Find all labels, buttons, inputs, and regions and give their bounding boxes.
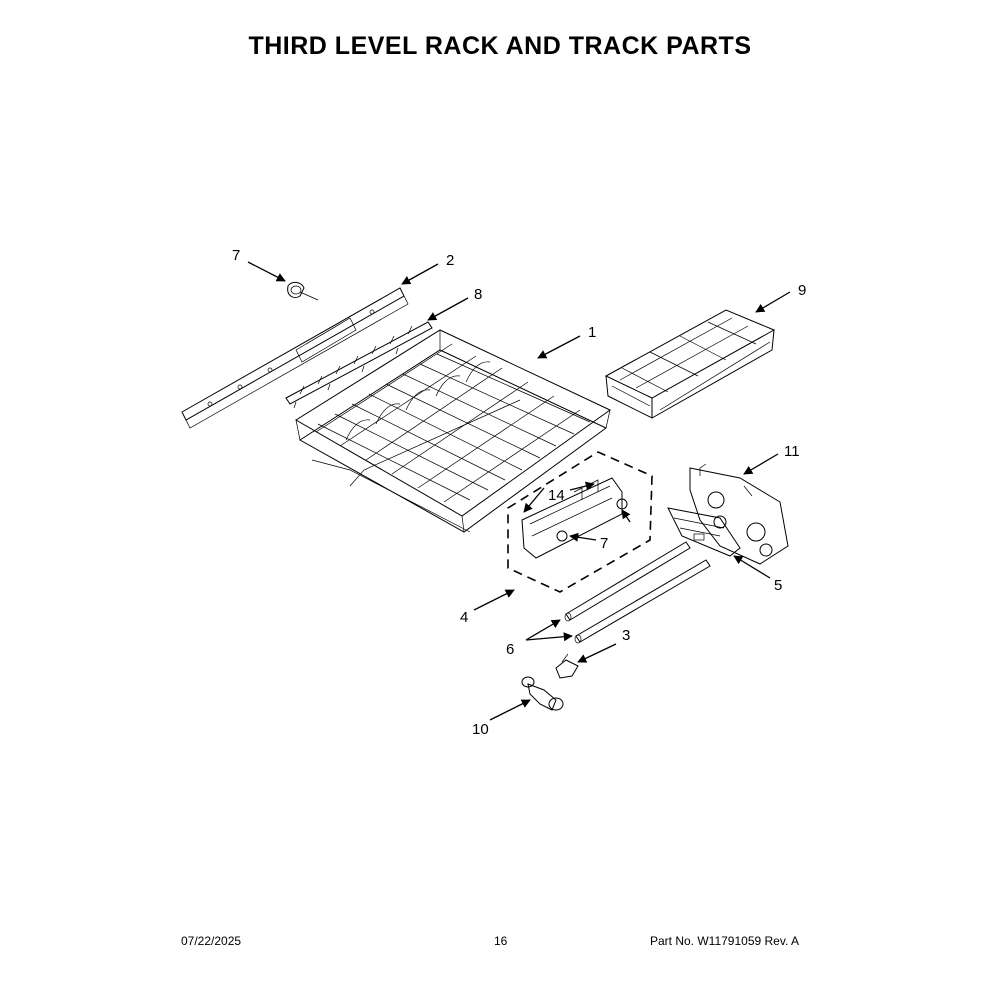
handle-assembly [507,451,653,593]
rack-slide-track [181,287,409,429]
callout-10: 10 [472,721,489,738]
footer-part-number: Part No. W11791059 Rev. A [650,934,799,948]
callout-5: 5 [774,577,782,594]
callout-9: 9 [798,282,806,299]
wheel-bracket [521,676,564,711]
rear-actuator [689,463,789,565]
rod-clip [555,653,579,679]
callout-2: 2 [446,252,454,269]
callout-11: 11 [784,443,800,460]
callout-8: 8 [474,286,482,303]
leader-arrows [247,261,791,721]
cutlery-tray [604,309,776,419]
callout-4: 4 [460,609,468,626]
callout-1: 1 [588,324,596,341]
footer-page-number: 16 [494,934,508,948]
callout-6: 6 [506,641,514,658]
footer-date: 07/22/2025 [181,934,242,948]
tine-row [285,321,433,409]
connecting-rods [564,541,711,644]
callout-14: 14 [548,487,565,504]
callout-7-handle: 7 [600,535,608,552]
callout-7-track: 7 [232,247,240,264]
callout-3: 3 [622,627,630,644]
track-clip [287,281,305,299]
third-level-rack [295,329,611,533]
front-actuator [667,507,741,557]
page-title: THIRD LEVEL RACK AND TRACK PARTS [248,32,752,60]
